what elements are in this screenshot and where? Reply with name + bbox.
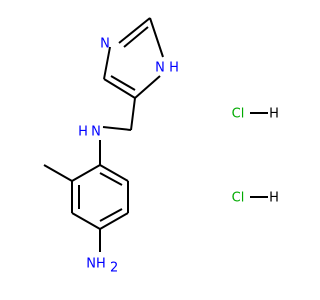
bond-ring-3 — [71, 212, 101, 230]
benzene-ring — [71, 164, 129, 230]
aniline-nh2-sub-label: 2 — [110, 261, 118, 276]
bond-methyl — [43, 164, 73, 182]
bond-c4-c5-double — [110, 75, 136, 91]
bond-c2-n3-double — [123, 26, 149, 48]
imidazole-nh-label: N — [155, 61, 165, 76]
imidazole-ring — [103, 17, 164, 99]
imidazole-n3-label: N — [100, 37, 110, 52]
hcl-2-cl-label: Cl — [232, 191, 245, 206]
amine-n-label: N — [91, 125, 101, 140]
bond-c2-n1 — [149, 17, 164, 58]
bond-c2-n3 — [118, 17, 151, 44]
bond-ring-6 — [99, 164, 129, 182]
hcl-1-h-label: H — [269, 107, 279, 122]
hcl-2-h-label: H — [269, 191, 279, 206]
aniline-nh2-label: NH — [86, 257, 106, 272]
bond-c4-c5 — [103, 78, 136, 99]
bond-ch2-nh — [102, 126, 132, 131]
bond-ring-4 — [99, 212, 129, 230]
bond-ring-4-double — [99, 208, 123, 222]
imidazole-nh-h-label: H — [169, 61, 179, 76]
bond-c5-n1 — [134, 75, 161, 99]
bond-ring-6-double — [99, 172, 123, 186]
hcl-1-cl-label: Cl — [232, 107, 245, 122]
bond-n3-c4 — [103, 46, 111, 80]
molecule-structure: N N H N H NH 2 Cl H Cl H — [43, 17, 279, 276]
bond-ring-1 — [71, 164, 101, 182]
amine-h-label: H — [78, 125, 88, 140]
bond-c5-ch2 — [130, 97, 136, 131]
